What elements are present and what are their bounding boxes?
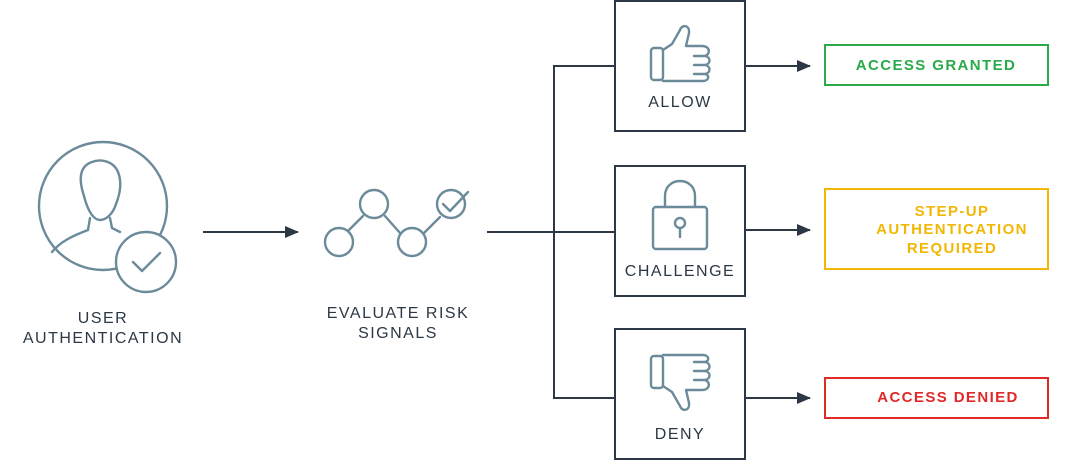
risk-signals-icon <box>323 188 470 258</box>
access-granted-label: ACCESS GRANTED <box>856 57 1016 74</box>
step-up-label-line3: REQUIRED <box>907 240 997 257</box>
access-granted-outcome: ACCESS GRANTED <box>824 44 1049 86</box>
allow-label: ALLOW <box>648 94 712 111</box>
padlock-icon <box>651 179 709 251</box>
thumbs-down-icon <box>649 353 711 411</box>
step-up-label-line1: STEP-UP <box>915 203 990 220</box>
challenge-label: CHALLENGE <box>625 263 735 280</box>
user-check-icon <box>37 140 178 294</box>
thumbs-up-icon <box>649 25 711 83</box>
deny-box: DENY <box>614 328 746 460</box>
evaluate-risk-label-line1: EVALUATE RISK <box>327 305 470 322</box>
step-up-outcome: STEP-UP AUTHENTICATION REQUIRED <box>824 188 1049 270</box>
evaluate-risk-node: EVALUATE RISK SIGNALS <box>323 188 470 342</box>
access-denied-label: ACCESS DENIED <box>877 389 1019 406</box>
user-authentication-label-line2: AUTHENTICATION <box>23 330 183 347</box>
user-authentication-label-line1: USER <box>78 310 128 327</box>
deny-label: DENY <box>655 426 705 443</box>
allow-box: ALLOW <box>614 0 746 132</box>
access-denied-outcome: ACCESS DENIED <box>824 377 1049 419</box>
challenge-box: CHALLENGE <box>614 165 746 297</box>
user-authentication-node: USER AUTHENTICATION <box>23 140 183 347</box>
evaluate-risk-label-line2: SIGNALS <box>358 325 438 342</box>
step-up-label-line2: AUTHENTICATION <box>876 221 1028 238</box>
